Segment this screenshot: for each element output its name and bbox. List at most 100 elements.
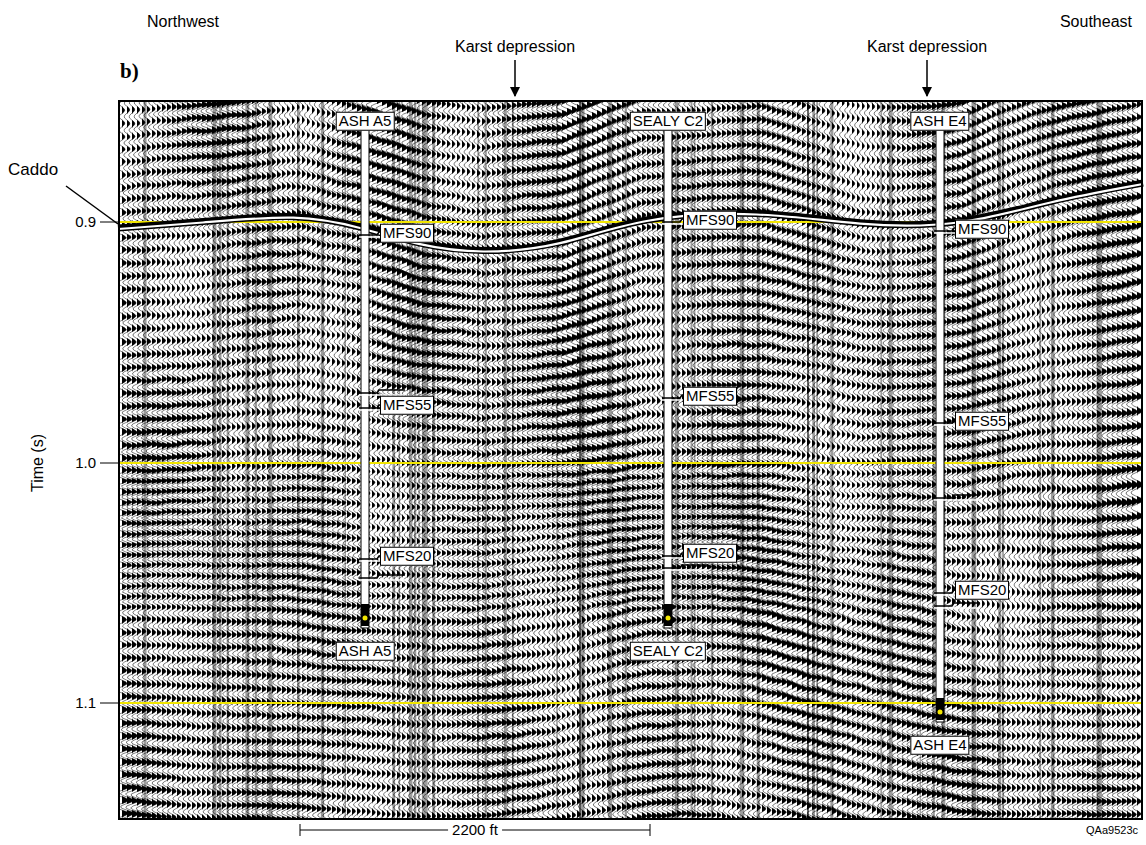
- trace-wiggle: [136, 101, 148, 819]
- trace-wiggle: [242, 101, 253, 819]
- seismic-trace: [781, 101, 793, 819]
- seismic-trace: [317, 101, 328, 819]
- seismic-trace: [601, 101, 613, 819]
- seismic-trace: [381, 101, 394, 819]
- trace-wiggle: [191, 101, 203, 819]
- trace-wiggle: [1091, 101, 1103, 819]
- trace-wiggle: [1111, 101, 1123, 819]
- trace-wiggle: [462, 101, 472, 819]
- seismic-trace: [146, 101, 158, 819]
- seismic-trace: [266, 101, 277, 819]
- seismic-trace: [827, 101, 837, 819]
- trace-wiggle: [555, 101, 568, 819]
- seismic-trace: [771, 101, 783, 819]
- seismic-trace: [936, 101, 948, 819]
- feature-label: Karst depression: [867, 38, 987, 56]
- trace-wiggle: [702, 101, 713, 819]
- trace-wiggle: [1071, 101, 1083, 819]
- trace-wiggle: [647, 101, 658, 819]
- trace-wiggle: [271, 101, 282, 819]
- trace-wiggle: [560, 101, 573, 819]
- trace-wiggle: [916, 101, 927, 819]
- seismic-trace: [1061, 101, 1073, 819]
- trace-wiggle: [842, 101, 852, 819]
- seismic-trace: [857, 101, 867, 819]
- trace-wiggle: [297, 101, 308, 819]
- trace-stripes: [144, 101, 1102, 819]
- trace-wiggle: [156, 101, 168, 819]
- surface-label: MFS90: [683, 211, 737, 230]
- trace-wiggle: [472, 101, 482, 819]
- trace-wiggle: [992, 101, 1002, 819]
- karst-arrow: [514, 60, 516, 96]
- seismic-trace: [716, 101, 728, 819]
- trace-wiggle: [682, 101, 692, 819]
- seismic-trace: [327, 101, 337, 819]
- seismic-trace: [565, 101, 578, 819]
- trace-wiggle: [997, 101, 1006, 819]
- trace-fill: [837, 101, 842, 819]
- seismic-trace: [575, 101, 588, 819]
- top-marker: [934, 495, 980, 498]
- trace-wiggle: [457, 101, 467, 819]
- trace-wiggle: [512, 101, 522, 819]
- seismic-trace: [467, 101, 477, 819]
- seismic-trace: [347, 101, 358, 819]
- well-bore: [936, 112, 944, 722]
- trace-wiggle: [507, 101, 517, 819]
- trace-wiggle: [591, 101, 603, 819]
- trace-wiggle: [266, 101, 277, 819]
- seismic-trace: [1066, 101, 1078, 819]
- trace-wiggle: [131, 101, 144, 819]
- trace-wiggle: [125, 101, 138, 819]
- top-marker: [934, 607, 980, 609]
- seismic-trace: [616, 101, 627, 819]
- trace-wiggle: [550, 101, 563, 819]
- trace-fill: [997, 101, 1002, 819]
- trace-fill: [817, 101, 823, 819]
- trace-wiggle: [677, 101, 687, 819]
- trace-fill: [297, 101, 302, 819]
- trace-wiggle: [1037, 101, 1048, 819]
- seismic-trace: [822, 101, 833, 819]
- seismic-trace: [746, 101, 759, 819]
- trace-wiggle: [882, 101, 892, 819]
- trace-fill: [442, 101, 448, 819]
- panel-seam: [579, 101, 580, 819]
- well-td: [363, 616, 368, 621]
- trace-wiggle: [652, 101, 663, 819]
- trace-wiggle: [302, 101, 313, 819]
- seismic-trace: [1071, 101, 1083, 819]
- seismic-trace: [472, 101, 482, 819]
- well-name: ASH E4: [910, 736, 969, 755]
- trace-wiggle: [632, 101, 642, 819]
- seismic-trace: [120, 101, 133, 819]
- trace-wiggle: [477, 101, 488, 819]
- trace-wiggle: [1047, 101, 1058, 819]
- trace-wiggle: [381, 101, 394, 819]
- seismic-trace: [1131, 101, 1142, 819]
- trace-wiggle: [887, 101, 897, 819]
- seismic-trace: [247, 101, 258, 819]
- trace-wiggle: [141, 101, 153, 819]
- top-marker: [359, 390, 405, 393]
- trace-wiggle: [872, 101, 882, 819]
- trace-wiggle: [347, 101, 358, 819]
- seismic-trace: [1056, 101, 1068, 819]
- seismic-trace: [206, 101, 219, 819]
- seismic-trace: [436, 101, 447, 819]
- trace-wiggle: [606, 101, 618, 819]
- seismic-trace: [776, 101, 788, 819]
- trace-wiggle: [902, 101, 913, 819]
- seismic-trace: [555, 101, 568, 819]
- seismic-trace: [125, 101, 138, 819]
- seismic-trace: [492, 101, 503, 819]
- axis-tick: [100, 222, 118, 223]
- surface-label: MFS20: [683, 544, 737, 563]
- seismic-trace: [221, 101, 233, 819]
- trace-wiggle: [1042, 101, 1053, 819]
- axis-tick-label: 1.1: [75, 695, 96, 712]
- seismic-trace: [156, 101, 168, 819]
- seismic-trace: [677, 101, 687, 819]
- seismic-trace: [1126, 101, 1138, 819]
